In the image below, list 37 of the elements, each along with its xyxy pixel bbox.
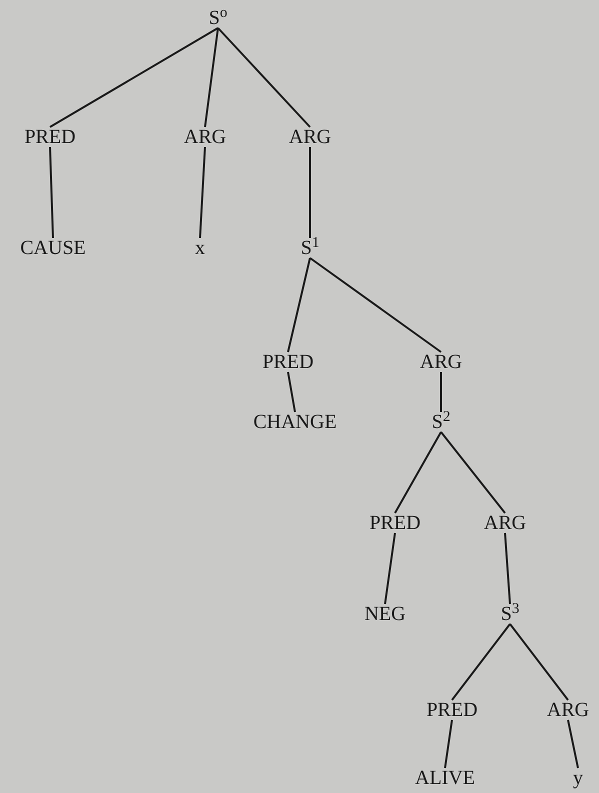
tree-label: ARG: [420, 351, 462, 373]
tree-branch: [451, 623, 511, 701]
tree-label: CAUSE: [20, 237, 86, 259]
tree-label: S$^{1}$: [300, 237, 320, 259]
tree-branch: [287, 258, 311, 352]
tree-label: PRED: [262, 351, 314, 373]
tree-branch: [394, 432, 442, 514]
tree-label: PRED: [426, 699, 478, 721]
tree-branch: [309, 257, 442, 353]
tree-branch: [204, 28, 219, 128]
tree-label: ARG: [546, 699, 590, 721]
tree-label: S$^{3}$: [500, 603, 520, 625]
tree-label: ALIVE: [415, 767, 475, 789]
tree-branch: [567, 720, 579, 768]
tree-branch: [504, 532, 511, 604]
tree-label: y: [573, 767, 583, 789]
tree-label: PRED: [369, 512, 421, 534]
tree-label: PRED: [24, 126, 76, 148]
tree-branch: [287, 372, 296, 412]
tree-branch: [440, 431, 506, 514]
tree-branch: [509, 623, 569, 701]
tree-branch: [50, 27, 218, 128]
tree-branch: [49, 146, 54, 238]
tree-label: x: [195, 237, 205, 259]
tree-branch: [309, 147, 311, 238]
tree-label: ARG: [484, 512, 526, 534]
tree-branch: [217, 27, 311, 128]
tree-label: NEG: [364, 603, 406, 625]
tree-branch: [440, 372, 442, 412]
tree-branch: [199, 146, 206, 238]
tree-label: S$^{2}$: [432, 411, 450, 433]
tree-label: CHANGE: [253, 411, 337, 433]
tree-branch: [444, 720, 453, 768]
tree-label: S$^{o}$: [208, 7, 228, 29]
tree-label: ARG: [184, 126, 226, 148]
tree-label: ARG: [288, 126, 332, 148]
tree-branch: [384, 532, 396, 604]
